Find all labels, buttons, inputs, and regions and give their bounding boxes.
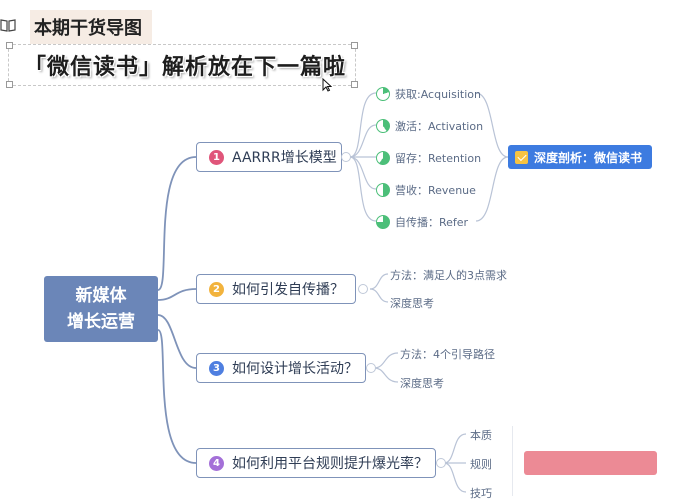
branch-self-spread[interactable]: 2 如何引发自传播？ [196, 274, 356, 304]
leaf-label: 规则 [470, 458, 492, 471]
root-label-line2: 增长运营 [67, 312, 135, 332]
branch-number-badge: 2 [209, 281, 224, 297]
branch-label: AARRR增长模型 [232, 150, 337, 166]
leaf-refer[interactable]: 自传播：Refer [376, 214, 468, 230]
leaf-revenue[interactable]: 营收：Revenue [376, 182, 476, 198]
tag-label: 深度剖析：微信读书 [534, 150, 643, 165]
selection-box[interactable] [6, 42, 358, 88]
page-heading: 本期干货导图 [34, 18, 142, 39]
leaf-label: 自传播：Refer [395, 216, 469, 229]
checklist-icon [515, 150, 528, 164]
mouse-cursor-icon [322, 78, 332, 92]
root-node[interactable]: 新媒体 增长运营 [44, 276, 158, 342]
branch-label: 如何引发自传播？ [232, 282, 344, 298]
branch-number-badge: 4 [209, 455, 224, 471]
resize-handle[interactable] [6, 42, 13, 49]
divider [512, 426, 513, 496]
leaf-essence[interactable]: 本质 [470, 427, 492, 443]
branch-aarrr[interactable]: 1 AARRR增长模型 [196, 142, 342, 172]
root-label-line1: 新媒体 [75, 286, 127, 306]
leaf-label: 本质 [470, 429, 492, 442]
heading-highlight [30, 10, 152, 44]
leaf-label: 激活：Activation [395, 120, 484, 133]
branch-growth-activity[interactable]: 3 如何设计增长活动？ [196, 353, 366, 383]
subtitle-text[interactable]: 「微信读书」解析放在下一篇啦 [24, 55, 347, 80]
leaf-deep-thinking[interactable]: 深度思考 [400, 375, 444, 391]
leaf-label: 方法：满足人的3点需求 [390, 269, 507, 282]
leaf-retention[interactable]: 留存：Retention [376, 150, 481, 166]
resize-handle[interactable] [351, 81, 358, 88]
branch-number-badge: 3 [209, 360, 224, 376]
redacted-block [524, 451, 657, 475]
progress-pie-icon [376, 87, 390, 101]
branch-number-badge: 1 [209, 149, 224, 165]
branch-platform-rules[interactable]: 4 如何利用平台规则提升爆光率？ [196, 448, 436, 478]
deep-analysis-tag[interactable]: 深度剖析：微信读书 [508, 145, 652, 169]
resize-handle[interactable] [6, 81, 13, 88]
progress-pie-icon [376, 119, 390, 133]
leaf-label: 技巧 [470, 487, 492, 500]
book-icon [0, 19, 16, 32]
leaf-rules[interactable]: 规则 [470, 456, 492, 472]
collapse-toggle[interactable] [358, 284, 368, 294]
leaf-activation[interactable]: 激活：Activation [376, 118, 483, 134]
leaf-acquisition[interactable]: 获取:Acquisition [376, 86, 481, 102]
leaf-label: 深度思考 [390, 297, 434, 310]
leaf-label: 营收：Revenue [395, 184, 476, 197]
collapse-toggle[interactable] [436, 458, 446, 468]
branch-label: 如何设计增长活动？ [232, 361, 358, 377]
leaf-method[interactable]: 方法：4个引导路径 [400, 346, 495, 362]
collapse-toggle[interactable] [366, 363, 376, 373]
leaf-tips[interactable]: 技巧 [470, 485, 492, 501]
resize-handle[interactable] [351, 42, 358, 49]
leaf-label: 留存：Retention [395, 152, 482, 165]
leaf-label: 方法：4个引导路径 [400, 348, 495, 361]
leaf-method[interactable]: 方法：满足人的3点需求 [390, 267, 507, 283]
progress-pie-icon [376, 151, 390, 165]
progress-pie-icon [376, 215, 390, 229]
branch-label: 如何利用平台规则提升爆光率？ [232, 456, 428, 472]
leaf-label: 获取:Acquisition [395, 88, 481, 101]
leaf-label: 深度思考 [400, 377, 444, 390]
leaf-deep-thinking[interactable]: 深度思考 [390, 295, 434, 311]
collapse-toggle[interactable] [341, 152, 351, 162]
progress-pie-icon [376, 183, 390, 197]
